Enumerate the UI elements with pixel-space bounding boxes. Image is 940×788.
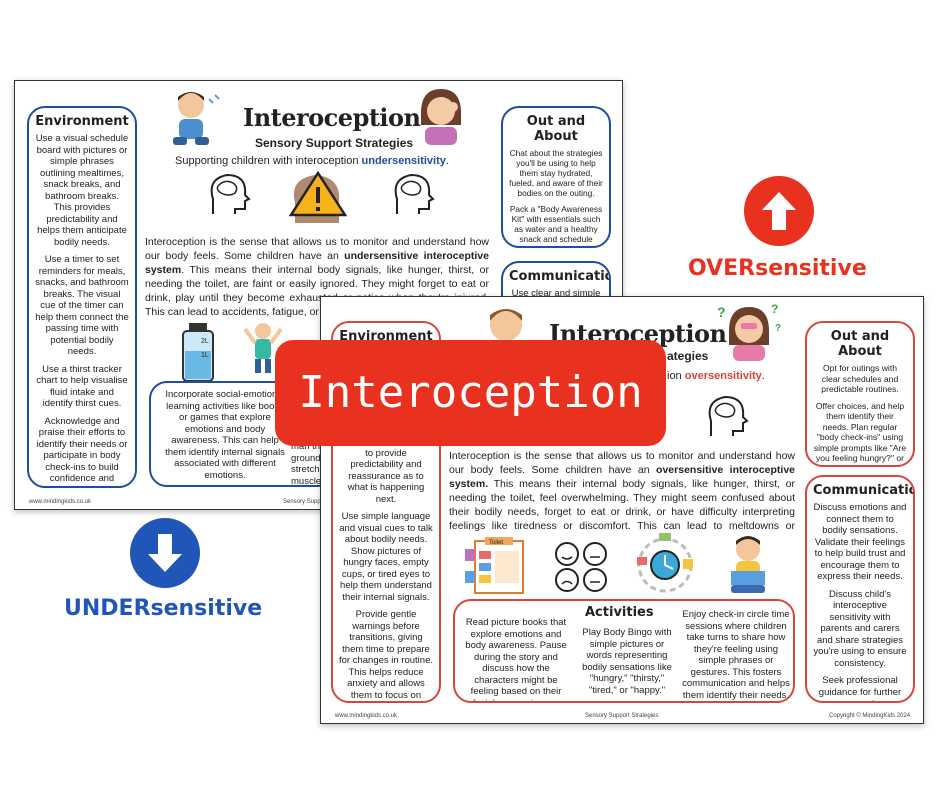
environment-title: Environment	[35, 114, 129, 129]
arrow-up-icon	[744, 176, 814, 246]
out-about-title: Out and About	[830, 329, 890, 359]
activities-text-1: Incorporate social-emotional learning ac…	[165, 389, 285, 481]
svg-text:2L: 2L	[201, 338, 209, 345]
reading-child-icon	[731, 536, 765, 593]
communication-text-1: Use clear and simple	[511, 288, 601, 299]
out-about-text-1: Opt for outings with clear schedules and…	[821, 363, 899, 394]
footer-middle: Sensory Support Strategies	[585, 713, 659, 719]
out-about-box: Out and About Opt for outings with clear…	[805, 321, 915, 467]
brain-head-icon	[210, 173, 251, 214]
environment-text-1: Use visual timetables to provide predict…	[341, 436, 431, 505]
svg-text:?: ?	[775, 323, 781, 334]
communication-text-2: Discuss child's interoceptive sensitivit…	[813, 588, 907, 669]
emotion-faces-icon	[555, 542, 607, 592]
tagline-prefix: Supporting children with interoception	[175, 155, 362, 167]
sick-child-icon	[173, 92, 220, 145]
intro-part-2: . This means their internal body signals…	[145, 264, 489, 318]
intro-bold: oversensitive interoceptive system.	[449, 464, 795, 490]
page-subtitle: Sensory Support Strategies	[255, 136, 414, 150]
intro-part-1: Interoception is the sense that allows u…	[449, 450, 795, 476]
svg-text:?: ?	[717, 304, 726, 320]
intro-bold: undersensitive interoceptive system	[145, 250, 489, 276]
over-sheet: Interoception ategies ion oversensitivit…	[320, 296, 924, 724]
activities-fragment-2: man the ground stretch and muscle	[291, 441, 338, 487]
routine-clock-icon	[637, 533, 693, 593]
activities-text-left: Read picture books that explore emotions…	[465, 617, 567, 703]
out-about-text-2: Pack a "Body Awareness Kit" with essenti…	[509, 204, 603, 246]
svg-text:1L: 1L	[201, 352, 209, 359]
environment-text-3: Use a thirst tracker chart to help visua…	[36, 363, 128, 410]
environment-text-2: Use a timer to set reminders for meals, …	[35, 254, 129, 357]
communication-title: Communication	[813, 483, 913, 498]
communication-title: Communication	[509, 269, 609, 284]
intro-part-2: This means their internal body signals, …	[449, 478, 795, 535]
communication-box: Communication Discuss emotions and conne…	[805, 475, 915, 703]
toilet-label: Toilet	[489, 540, 503, 546]
warning-head-icon	[288, 170, 348, 223]
undersensitive-label: UNDERsensitive	[64, 596, 263, 621]
activities-title: Activities	[585, 605, 654, 620]
brain-head-icon	[708, 395, 749, 436]
communication-text-1: Discuss emotions and connect them to bod…	[813, 502, 907, 582]
tagline-prefix: ion	[667, 370, 685, 382]
toilet-chart-icon: Toilet	[465, 537, 524, 594]
page-subtitle: ategies	[667, 349, 709, 363]
stretching-child-icon	[243, 323, 283, 373]
intro-text: Interoception is the sense that allows u…	[449, 449, 795, 535]
boy-icon	[490, 309, 522, 341]
environment-text-3: Provide gentle warnings before transitio…	[339, 609, 434, 701]
activities-text-middle: Play Body Bingo with simple pictures or …	[582, 627, 672, 696]
tagline-suffix: .	[445, 155, 449, 167]
footer-left: www.mindingkids.co.uk	[29, 499, 92, 505]
communication-text-3: Seek professional guidance for further s…	[818, 675, 902, 701]
confused-girl-icon: ? ? ?	[717, 302, 781, 361]
water-bottle-icon: 2L 1L	[182, 323, 214, 382]
page-tagline: Supporting children with interoception u…	[175, 155, 449, 167]
page-tagline: ion oversensitivity.	[667, 370, 765, 382]
interoception-banner: Interoception	[275, 340, 666, 446]
activities-box: Activities Read picture books that explo…	[453, 599, 795, 703]
intro-text: Interoception is the sense that allows u…	[145, 235, 489, 319]
out-about-title: Out and About	[526, 114, 586, 144]
environment-text-1: Use a visual schedule board with picture…	[35, 133, 129, 248]
oversensitive-label: OVERsensitive	[688, 256, 867, 281]
page-title: Interoception	[243, 103, 421, 132]
footer-left: www.mindingkids.co.uk	[335, 713, 398, 719]
intro-part-1: Interoception is the sense that allows u…	[145, 236, 489, 262]
environment-box: Environment Use visual timetables to pro…	[331, 321, 441, 703]
tagline-key: undersensitivity	[361, 155, 446, 167]
under-sheet: Interoception Sensory Support Strategies…	[14, 80, 623, 510]
footer-middle: Sensory Supp	[283, 499, 321, 505]
arrow-down-icon	[130, 518, 200, 588]
out-about-text-2: Offer choices, and help them identify th…	[813, 400, 907, 466]
brain-head-icon-2	[394, 173, 435, 214]
environment-box: Environment Use a visual schedule board …	[27, 106, 137, 488]
environment-text-4: Acknowledge and praise their efforts to …	[36, 415, 128, 487]
svg-text:?: ?	[771, 302, 778, 316]
footer-right: Copyright © MindingKids 2024	[829, 713, 911, 719]
out-about-text-1: Chat about the strategies you'll be usin…	[509, 148, 603, 198]
tagline-key: oversensitivity	[684, 370, 762, 382]
environment-text-2: Use simple language and visual cues to t…	[339, 511, 433, 603]
tagline-suffix: .	[761, 370, 765, 382]
activities-text-right: Enjoy check-in circle time sessions wher…	[682, 609, 790, 701]
girl-headache-icon	[421, 89, 461, 145]
out-about-box: Out and About Chat about the strategies …	[501, 106, 611, 248]
